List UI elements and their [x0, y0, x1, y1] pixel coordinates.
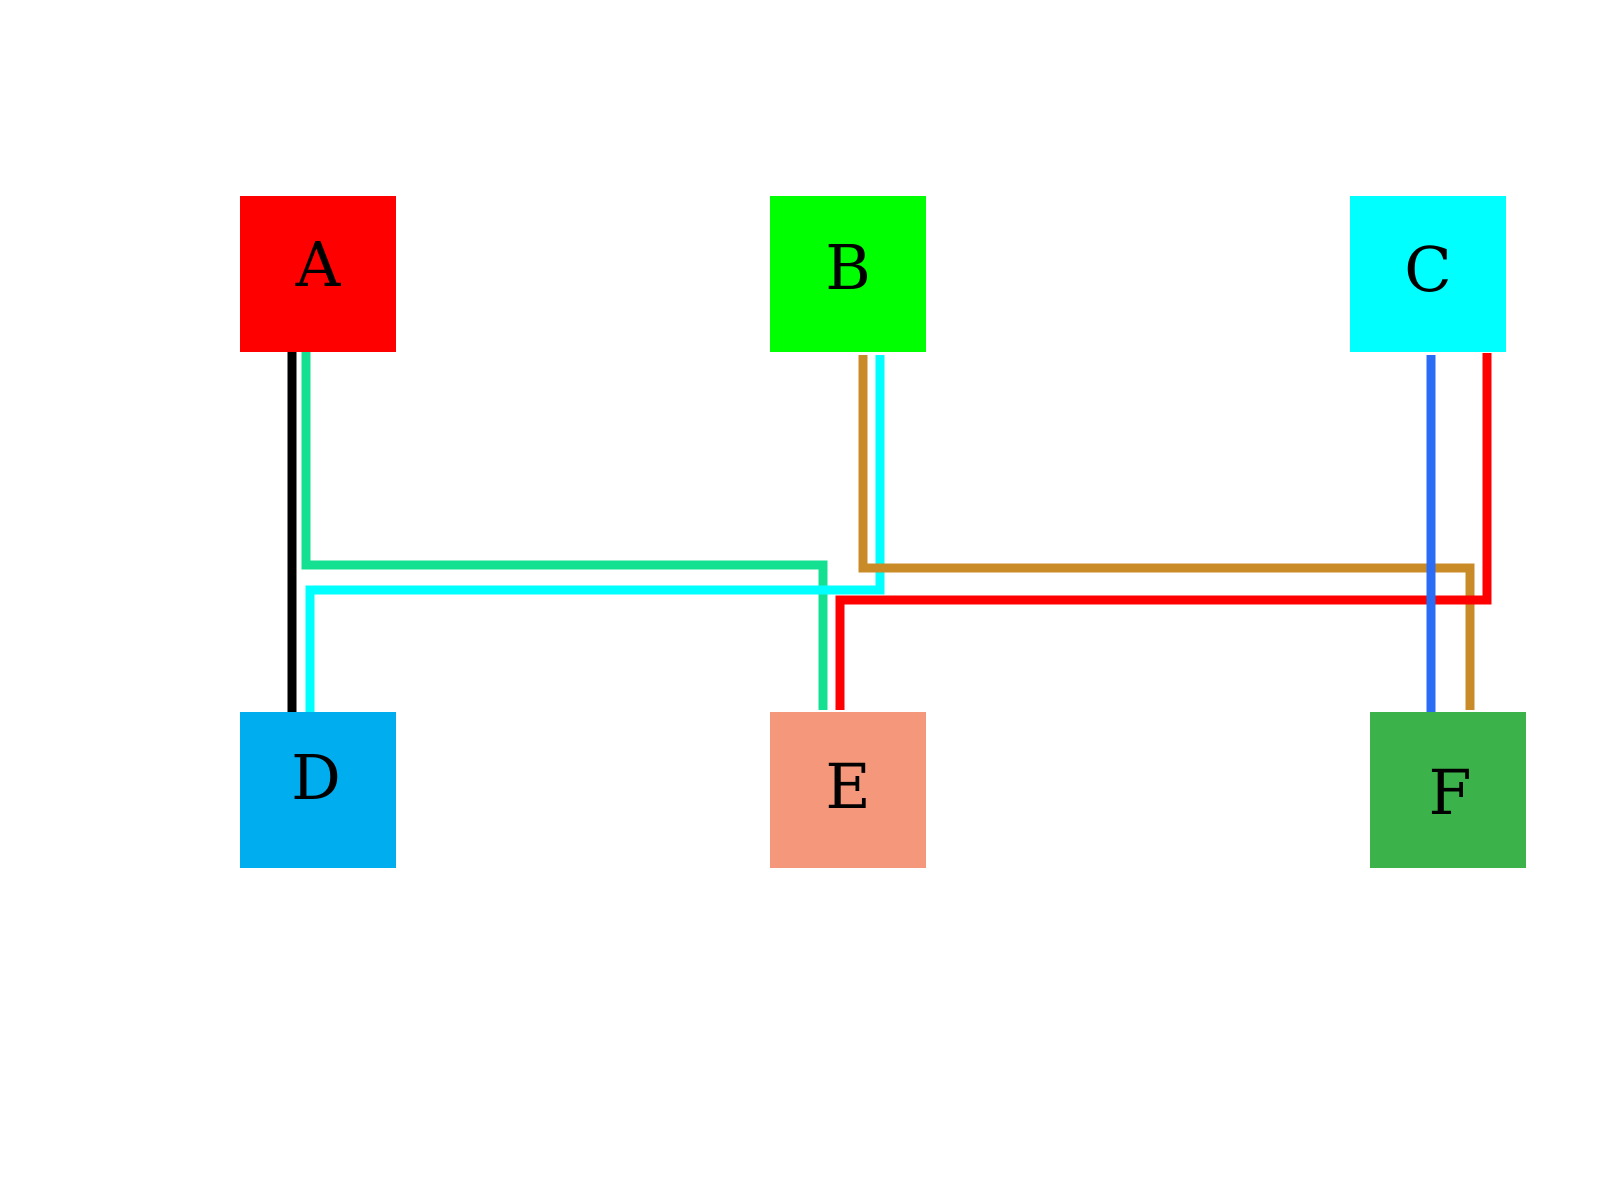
edge-b-f	[858, 355, 1475, 710]
node-d-box	[240, 712, 396, 868]
node-f-box	[1370, 712, 1526, 868]
node-d-label: D	[291, 741, 341, 814]
node-c-label: C	[1404, 233, 1451, 306]
node-b: B	[770, 196, 926, 352]
edge-b-d	[305, 355, 885, 712]
node-c-box	[1350, 196, 1506, 352]
node-f: F	[1370, 712, 1526, 868]
nodes-layer: A B C D E F	[240, 196, 1526, 868]
node-a-box	[240, 196, 396, 352]
edge-a-e	[301, 345, 828, 710]
node-b-box	[770, 196, 926, 352]
node-e-box	[770, 712, 926, 868]
node-e-label: E	[825, 750, 870, 823]
node-a: A	[240, 196, 396, 352]
node-c: C	[1350, 196, 1506, 352]
node-a-label: A	[295, 228, 342, 301]
node-b-label: B	[825, 231, 871, 304]
node-e: E	[770, 712, 926, 868]
edges-layer	[287, 345, 1492, 712]
node-f-label: F	[1428, 756, 1471, 829]
edge-c-e	[835, 353, 1492, 710]
node-d: D	[240, 712, 396, 868]
